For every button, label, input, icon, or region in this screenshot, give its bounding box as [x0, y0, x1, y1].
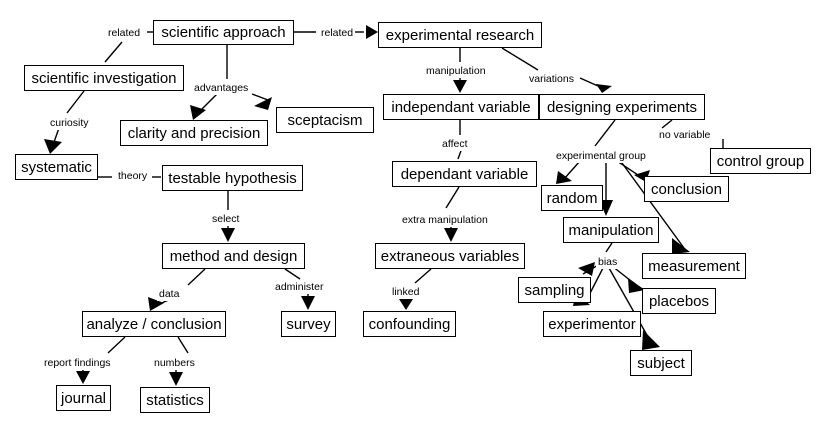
node-survey[interactable]: survey: [281, 311, 336, 337]
link-label-curiosity: curiosity: [48, 117, 91, 130]
arrowhead-advantages-clarity: [190, 105, 206, 120]
node-scientific-approach[interactable]: scientific approach: [153, 20, 294, 45]
node-experimental-research[interactable]: experimental research: [378, 22, 542, 48]
arrowhead-data-analyze: [148, 297, 164, 311]
link-label-data: data: [157, 288, 182, 301]
arrowhead-select-method: [221, 228, 235, 242]
edge-method-to-data: [187, 268, 206, 286]
node-confounding[interactable]: confounding: [363, 311, 456, 337]
link-label-report-findings: report findings: [42, 357, 113, 370]
link-label-related-left: related: [106, 27, 143, 40]
node-manipulation[interactable]: manipulation: [563, 217, 659, 243]
link-label-extra-manipulation: extra manipulation: [400, 214, 490, 227]
arrowhead-bias-sampling: [578, 262, 595, 276]
edge-investigation-to-curiosity: [66, 90, 85, 114]
node-subject[interactable]: subject: [630, 350, 692, 376]
edge-variations-to-designing: [579, 77, 599, 87]
arrowhead-manipulation-independant: [453, 80, 467, 93]
edge-experimental-to-variations: [501, 47, 539, 71]
arrowhead-bias-subject: [642, 330, 660, 350]
node-random[interactable]: random: [541, 185, 603, 211]
node-control-group[interactable]: control group: [710, 148, 811, 174]
arrowhead-linked-confounding: [399, 299, 413, 310]
arrowhead-report-journal: [76, 371, 90, 384]
node-designing-experiments[interactable]: designing experiments: [538, 94, 705, 120]
link-label-administer: administer: [273, 281, 326, 294]
node-scientific-investigation[interactable]: scientific investigation: [24, 65, 184, 91]
arrowhead-administer-survey: [301, 296, 315, 310]
link-label-affect: affect: [440, 138, 470, 151]
node-experimentor[interactable]: experimentor: [543, 311, 641, 337]
node-systematic[interactable]: systematic: [15, 154, 98, 180]
node-clarity-and-precision[interactable]: clarity and precision: [120, 120, 268, 146]
node-measurement[interactable]: measurement: [642, 253, 746, 279]
link-label-bias: bias: [596, 256, 620, 269]
node-conclusion[interactable]: conclusion: [644, 176, 729, 202]
node-journal[interactable]: journal: [56, 385, 111, 411]
edge-conclusion-to-measurement: [621, 162, 685, 249]
node-analyze-conclusion[interactable]: analyze / conclusion: [82, 311, 226, 337]
edge-analyze-to-numbers: [177, 336, 189, 354]
arrowhead-expgroup-random: [556, 171, 572, 184]
edge-designing-to-no-variable: [661, 119, 673, 129]
link-label-related-right: related: [319, 27, 356, 40]
node-placebos[interactable]: placebos: [642, 288, 716, 314]
edge-extraneous-to-linked: [414, 268, 432, 284]
link-label-numbers: numbers: [152, 357, 197, 370]
node-sampling[interactable]: sampling: [518, 277, 591, 303]
arrowhead-curiosity-systematic: [44, 139, 62, 154]
edge-dependant-to-extra-manipulation: [445, 186, 460, 209]
edge-related-left-to-investigation: [104, 41, 123, 63]
arrowhead-variations-designing: [596, 84, 612, 93]
edge-experimental-group-to-random: [563, 160, 581, 180]
node-extraneous-variables[interactable]: extraneous variables: [375, 243, 525, 269]
node-independant-variable[interactable]: independant variable: [383, 94, 539, 120]
edge-advantages-to-sceptacism: [251, 93, 269, 101]
node-testable-hypothesis[interactable]: testable hypothesis: [162, 165, 303, 191]
link-label-advantages: advantages: [192, 82, 251, 95]
edge-designing-to-experimental-group: [594, 119, 616, 147]
link-label-select: select: [210, 213, 242, 226]
edge-analyze-to-report-findings: [107, 336, 126, 354]
node-sceptacism[interactable]: sceptacism: [276, 107, 374, 133]
link-label-no-variable: no variable: [657, 129, 713, 142]
edge-manipulation-to-bias: [605, 242, 613, 253]
link-label-experimental-group: experimental group: [554, 150, 648, 163]
arrowhead-numbers-statistics: [169, 372, 183, 386]
edge-method-to-administer: [284, 268, 301, 280]
node-statistics[interactable]: statistics: [140, 387, 210, 413]
arrowhead-related-right: [366, 25, 378, 39]
arrowhead-advantages-sceptacism: [254, 97, 272, 110]
node-method-and-design[interactable]: method and design: [162, 243, 305, 269]
link-label-variations: variations: [527, 73, 576, 86]
link-label-theory: theory: [116, 170, 150, 183]
arrowhead-bias-placebos: [628, 278, 645, 293]
arrowhead-extra-extraneous: [444, 228, 458, 242]
arrowhead-conclusion-measurement: [672, 238, 690, 254]
link-label-linked: linked: [390, 286, 422, 299]
link-label-manipulation: manipulation: [424, 65, 488, 78]
node-dependant-variable[interactable]: dependant variable: [392, 161, 537, 187]
edge-bias-to-subject: [608, 267, 653, 345]
